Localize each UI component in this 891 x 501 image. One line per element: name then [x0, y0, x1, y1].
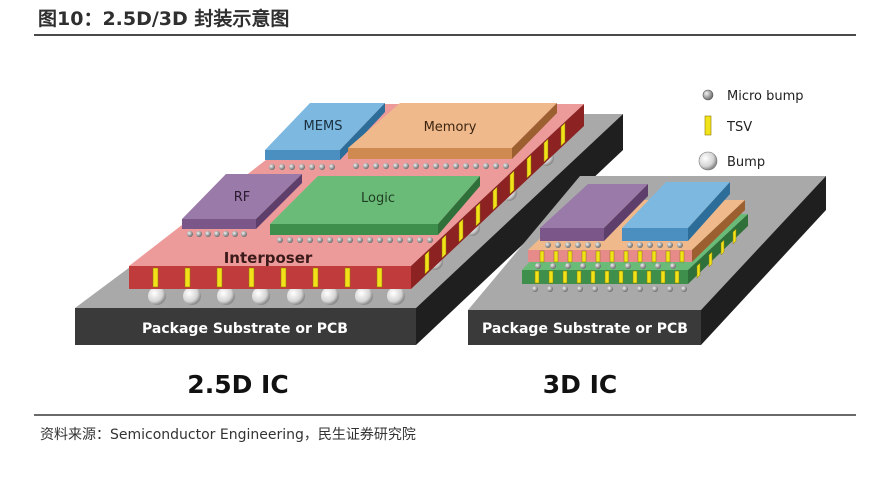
legend-bump-label: Bump [727, 155, 765, 170]
micro-bump-rows-2-5d [187, 163, 509, 243]
ic-2-5d-assembly: Interposer RF Logic MEMS [75, 103, 623, 345]
logic-label: Logic [361, 191, 395, 206]
legend-tsv-label: TSV [726, 120, 752, 135]
caption-3d: 3D IC [543, 370, 618, 399]
stack-chip-purple-top [540, 184, 648, 228]
interposer-label: Interposer [224, 249, 313, 267]
stack-chip-blue-front [622, 228, 688, 241]
interposer-front [129, 266, 411, 289]
caption-2-5d: 2.5D IC [187, 370, 288, 399]
figure-title: 图10：2.5D/3D 封装示意图 [38, 8, 290, 30]
bump-icon [698, 151, 718, 171]
memory-label: Memory [424, 120, 477, 135]
substrate-side-2-5d [416, 114, 623, 345]
ic-3d-assembly: Package Substrate or PCB [468, 176, 826, 345]
substrate-side-3d [701, 176, 826, 345]
micro-bump-icon [702, 89, 714, 101]
tsv-row-2-5d [152, 122, 566, 288]
rf-chip: RF [182, 174, 302, 229]
logic-chip: Logic [270, 176, 480, 235]
legend-micro-bump-label: Micro bump [727, 89, 804, 104]
interposer-side [411, 104, 584, 289]
tsv-icon [704, 115, 712, 136]
substrate-label-2-5d: Package Substrate or PCB [142, 321, 348, 337]
top-divider [34, 34, 856, 36]
memory-chip: Memory [348, 103, 557, 159]
rf-label: RF [234, 190, 251, 205]
substrate-front-3d [468, 310, 701, 345]
substrate-label-3d: Package Substrate or PCB [482, 321, 688, 337]
legend: Micro bump TSV Bump [698, 89, 804, 171]
mems-label: MEMS [304, 119, 343, 134]
source-note: 资料来源：Semiconductor Engineering，民生证券研究院 [40, 427, 416, 443]
stack-chip-purple-front [540, 228, 604, 241]
stack-chip-blue-top [622, 182, 730, 228]
substrate-front-2-5d [75, 308, 416, 345]
bottom-divider [34, 414, 856, 416]
